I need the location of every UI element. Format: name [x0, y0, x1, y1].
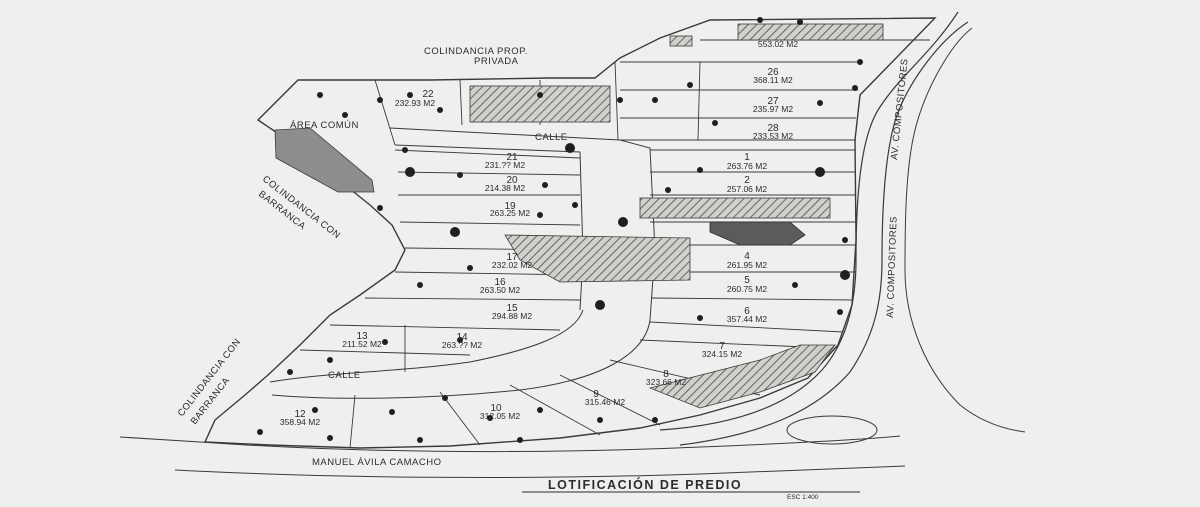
common-area-label: ÁREA COMÚN — [290, 120, 359, 131]
lot-labels: 1 263.76 M2 2 257.06 M2 4 261.95 M2 5 26… — [280, 39, 798, 427]
roundabout — [786, 415, 878, 445]
lot-area: 260.75 M2 — [727, 284, 767, 294]
lot-number: 20 — [506, 175, 518, 186]
lot-number: 13 — [356, 331, 368, 342]
dark-building — [709, 221, 806, 246]
lot-area: 231.?? M2 — [485, 160, 525, 170]
lot-number: 4 — [744, 251, 750, 262]
lot-number: 10 — [490, 403, 502, 414]
lot-number: 26 — [767, 67, 779, 78]
lot-number: 12 — [294, 409, 306, 420]
lot-area: 324.15 M2 — [702, 349, 742, 359]
lot-number: 7 — [719, 341, 725, 352]
south-road — [119, 435, 906, 478]
hatched-areas — [469, 23, 884, 409]
lot-number: 22 — [422, 89, 434, 100]
plan-scale: ESC 1:400 — [787, 494, 819, 501]
lot-area: 553.02 M2 — [758, 39, 798, 49]
lot-area: 261.95 M2 — [727, 260, 767, 270]
lot-area: 257.06 M2 — [727, 184, 767, 194]
avenue-south-label: AV. COMPOSITORES — [885, 216, 900, 318]
lot-area: 357.44 M2 — [727, 314, 767, 324]
plan-title: LOTIFICACIÓN DE PREDIO — [548, 477, 742, 492]
lot-area: 263.50 M2 — [480, 285, 520, 295]
lot-area: 358.94 M2 — [280, 417, 320, 427]
south-road-label: MANUEL ÁVILA CAMACHO — [312, 457, 441, 468]
inner-street-lower — [269, 309, 651, 399]
lot-number: 15 — [506, 303, 518, 314]
lot-number: 27 — [767, 96, 779, 107]
lot-number: 2 — [744, 175, 750, 186]
lot-number: 19 — [504, 201, 516, 212]
lot-area: 235.97 M2 — [753, 104, 793, 114]
north-neighbor-label-2: PRIVADA — [474, 56, 519, 67]
avenue-road — [659, 11, 1026, 446]
inner-street-south-label: CALLE — [328, 370, 361, 381]
lot-number: 1 — [744, 152, 750, 163]
lot-number: 21 — [506, 152, 518, 163]
lot-number: 28 — [767, 123, 779, 134]
lot-number: 6 — [744, 306, 750, 317]
lot-number: 5 — [744, 275, 750, 286]
property-boundary — [203, 17, 937, 449]
lot-area: 315.46 M2 — [585, 397, 625, 407]
lot-area: 263.25 M2 — [490, 208, 530, 218]
inner-street-north-label: CALLE — [535, 132, 568, 143]
west-lot-lines — [299, 61, 701, 372]
lot-number: 17 — [506, 252, 518, 263]
lot-area: 233.53 M2 — [753, 131, 793, 141]
common-area-block — [274, 127, 375, 193]
lot-area: 263.76 M2 — [727, 161, 767, 171]
lot-area: 294.88 M2 — [492, 311, 532, 321]
lot-number: 14 — [456, 332, 468, 343]
north-neighbor-label: COLINDANCIA PROP. — [424, 46, 528, 57]
lot-area: 368.11 M2 — [753, 75, 793, 85]
lot-area: 323.66 M2 — [646, 377, 686, 387]
lot-number: 8 — [663, 369, 669, 380]
lot-area: 232.93 M2 — [395, 98, 435, 108]
lot-area: 211.52 M2 — [342, 339, 382, 349]
lot-number: 9 — [593, 389, 599, 400]
tree-markers — [257, 17, 863, 443]
lot-number: 16 — [494, 277, 506, 288]
lot-area: 232.02 M2 — [492, 260, 532, 270]
lot-area: 312.05 M2 — [480, 411, 520, 421]
lot-area: 214.38 M2 — [485, 183, 525, 193]
lot-area: 263.?? M2 — [442, 340, 482, 350]
